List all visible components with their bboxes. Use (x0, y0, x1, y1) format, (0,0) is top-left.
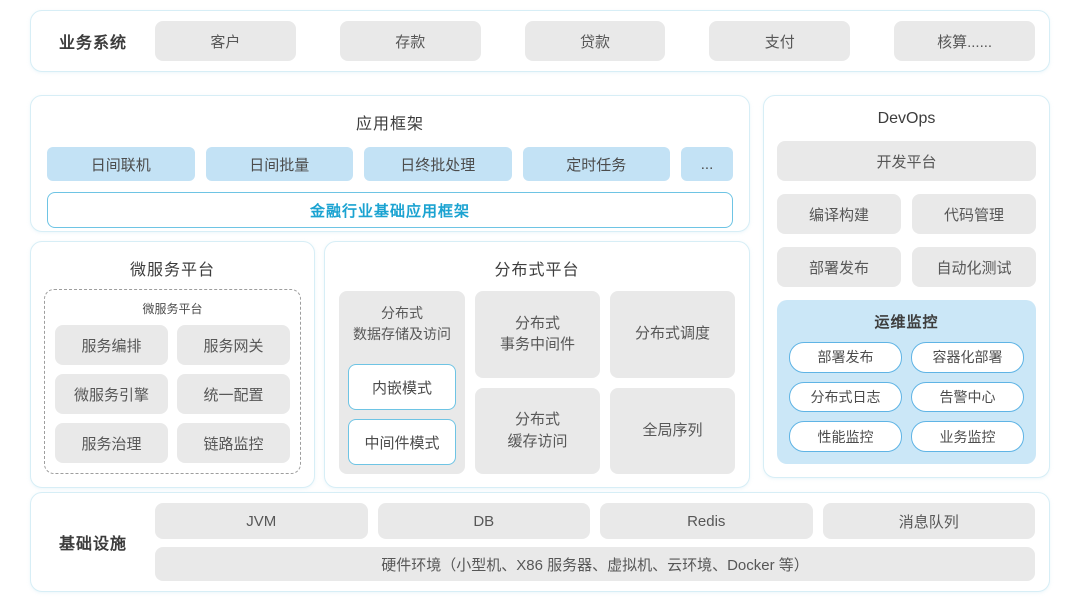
infrastructure-stack: JVM DB Redis 消息队列 硬件环境（小型机、X86 服务器、虚拟机、云… (155, 503, 1035, 581)
devops-title: DevOps (877, 110, 936, 127)
devops-tools-row-1: 编译构建 代码管理 (777, 194, 1036, 234)
business-item-accounting: 核算...... (894, 21, 1035, 61)
microservice-item-trace-monitor: 链路监控 (177, 423, 290, 463)
middle-region: 应用框架 日间联机 日间批量 日终批处理 定时任务 ... 金融行业基础应用框架… (30, 95, 1050, 488)
ops-monitoring-group: 运维监控 部署发布 容器化部署 分布式日志 告警中心 性能监控 业务监控 (777, 300, 1036, 464)
business-systems-band: 业务系统 客户 存款 贷款 支付 核算...... (30, 10, 1050, 72)
business-item-customer: 客户 (155, 21, 296, 61)
microservice-item-config: 统一配置 (177, 374, 290, 414)
distributed-cache-access: 分布式 缓存访问 (475, 387, 600, 474)
distributed-panel: 分布式平台 分布式 数据存储及访问 内嵌模式 中间件模式 分布式 事务中间件 分… (324, 241, 750, 488)
microservice-item-gateway: 服务网关 (177, 325, 290, 365)
infra-item-redis: Redis (600, 503, 813, 539)
microservice-item-governance: 服务治理 (55, 423, 168, 463)
infrastructure-band: 基础设施 JVM DB Redis 消息队列 硬件环境（小型机、X86 服务器、… (30, 492, 1050, 592)
infra-item-jvm: JVM (155, 503, 368, 539)
devops-code-management: 代码管理 (912, 194, 1036, 234)
monitor-distributed-log: 分布式日志 (789, 381, 902, 413)
microservice-grid: 服务编排 服务网关 微服务引擎 统一配置 服务治理 链路监控 (55, 325, 290, 463)
ops-monitoring-grid: 部署发布 容器化部署 分布式日志 告警中心 性能监控 业务监控 (789, 342, 1024, 452)
distributed-storage-group: 分布式 数据存储及访问 内嵌模式 中间件模式 (339, 291, 465, 474)
distributed-title: 分布式平台 (494, 262, 580, 279)
distributed-scheduling: 分布式调度 (610, 291, 735, 378)
monitor-business: 业务监控 (911, 421, 1024, 452)
distributed-grid: 分布式 数据存储及访问 内嵌模式 中间件模式 分布式 事务中间件 分布式调度 分… (339, 291, 735, 474)
microservice-inner-group: 微服务平台 服务编排 服务网关 微服务引擎 统一配置 服务治理 链路监控 (44, 289, 301, 474)
app-framework-item-eod-batch: 日终批处理 (364, 147, 512, 181)
business-item-payment: 支付 (709, 21, 851, 61)
monitor-alert-center: 告警中心 (911, 381, 1024, 413)
left-column: 应用框架 日间联机 日间批量 日终批处理 定时任务 ... 金融行业基础应用框架… (30, 95, 750, 488)
global-sequence: 全局序列 (610, 387, 735, 474)
storage-mode-middleware: 中间件模式 (348, 419, 456, 465)
monitor-performance: 性能监控 (789, 421, 902, 452)
microservice-panel: 微服务平台 微服务平台 服务编排 服务网关 微服务引擎 统一配置 服务治理 链路… (30, 241, 315, 488)
app-framework-item-scheduled-task: 定时任务 (522, 147, 670, 181)
devops-build: 编译构建 (777, 194, 901, 234)
monitor-deploy-release: 部署发布 (789, 342, 902, 373)
devops-automated-testing: 自动化测试 (912, 247, 1036, 287)
app-framework-item-more: ... (681, 147, 733, 181)
microservice-title: 微服务平台 (129, 262, 215, 279)
business-systems-label: 业务系统 (58, 35, 127, 52)
app-framework-item-daytime-online: 日间联机 (47, 147, 195, 181)
microservice-item-engine: 微服务引擎 (55, 374, 168, 414)
ops-monitoring-title: 运维监控 (874, 314, 939, 331)
devops-panel: DevOps 开发平台 编译构建 代码管理 部署发布 自动化测试 运维监控 部署… (763, 95, 1050, 478)
app-framework-item-daytime-batch: 日间批量 (205, 147, 353, 181)
financial-base-framework-bar: 金融行业基础应用框架 (47, 192, 733, 228)
devops-deploy-release: 部署发布 (777, 247, 901, 287)
infra-item-message-queue: 消息队列 (822, 503, 1035, 539)
platforms-row: 微服务平台 微服务平台 服务编排 服务网关 微服务引擎 统一配置 服务治理 链路… (30, 241, 750, 488)
business-items: 客户 存款 贷款 支付 核算...... (155, 21, 1035, 61)
app-framework-items: 日间联机 日间批量 日终批处理 定时任务 ... (47, 147, 733, 181)
app-framework-panel: 应用框架 日间联机 日间批量 日终批处理 定时任务 ... 金融行业基础应用框架 (30, 95, 750, 232)
app-framework-title: 应用框架 (355, 116, 424, 133)
distributed-transaction-middleware: 分布式 事务中间件 (475, 291, 600, 378)
monitor-container-deploy: 容器化部署 (911, 342, 1024, 373)
devops-dev-platform: 开发平台 (777, 141, 1036, 181)
devops-tools-row-2: 部署发布 自动化测试 (777, 247, 1036, 287)
infrastructure-label: 基础设施 (58, 536, 127, 553)
infrastructure-items: JVM DB Redis 消息队列 (155, 503, 1035, 539)
business-item-loan: 贷款 (524, 21, 666, 61)
microservice-item-orchestration: 服务编排 (55, 325, 168, 365)
microservice-inner-title: 微服务平台 (142, 302, 203, 316)
business-item-deposit: 存款 (339, 21, 481, 61)
infra-item-db: DB (377, 503, 590, 539)
hardware-environment-bar: 硬件环境（小型机、X86 服务器、虚拟机、云环境、Docker 等） (155, 547, 1035, 581)
distributed-storage-title: 分布式 数据存储及访问 (353, 305, 451, 342)
storage-mode-embedded: 内嵌模式 (348, 364, 456, 410)
